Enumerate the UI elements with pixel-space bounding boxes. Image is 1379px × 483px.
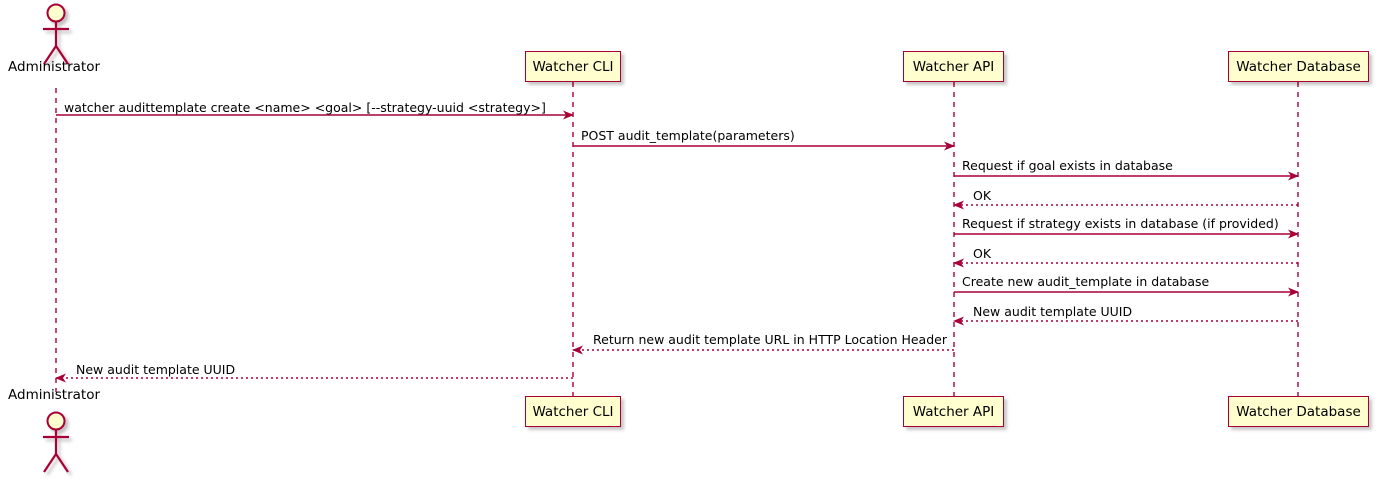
actor-figure-bottom [43,411,69,473]
message-label-4: Request if strategy exists in database (… [962,216,1279,231]
participant-box-top-watcher-cli[interactable]: Watcher CLI [525,51,621,82]
message-label-0: watcher audittemplate create <name> <goa… [64,100,546,115]
message-label-3: OK [973,188,992,203]
actor-label-bottom-administrator: Administrator [8,387,101,403]
message-label-1: POST audit_template(parameters) [581,128,795,143]
actor-figures-group [43,3,69,473]
message-arrows-group [55,110,1299,383]
participant-box-top-watcher-api[interactable]: Watcher API [903,51,1004,82]
lifelines-group [55,82,1299,396]
message-label-7: New audit template UUID [973,304,1133,319]
actor-label-top-administrator: Administrator [8,59,101,75]
actor-figure-top [43,3,69,65]
message-label-5: OK [973,246,992,261]
message-label-9: New audit template UUID [76,362,236,377]
participant-box-bottom-watcher-api[interactable]: Watcher API [903,396,1004,427]
participant-box-top-watcher-database[interactable]: Watcher Database [1228,51,1369,82]
participant-box-bottom-watcher-cli[interactable]: Watcher CLI [525,396,621,427]
message-label-6: Create new audit_template in database [962,274,1210,289]
message-label-8: Return new audit template URL in HTTP Lo… [593,332,947,347]
participant-box-bottom-watcher-database[interactable]: Watcher Database [1228,396,1369,427]
message-label-2: Request if goal exists in database [962,158,1173,173]
